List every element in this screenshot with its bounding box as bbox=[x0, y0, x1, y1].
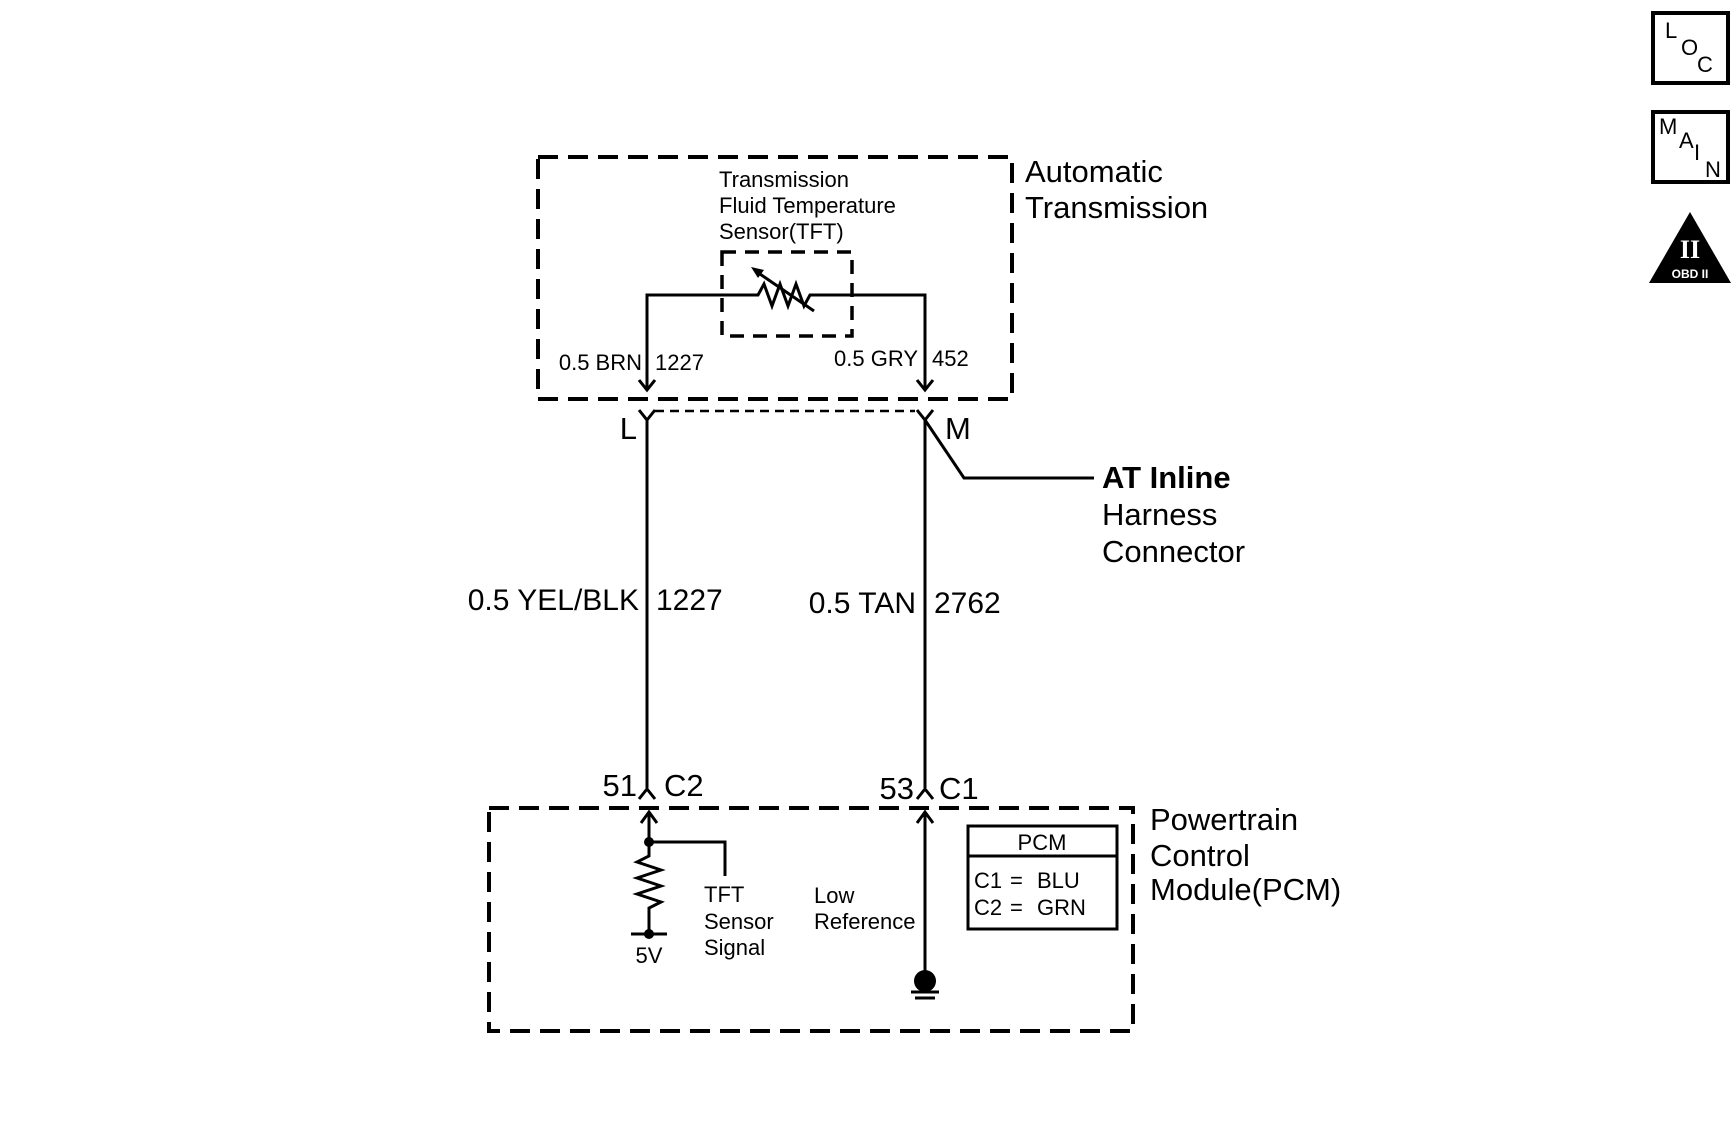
brn-wire-color-label: 0.5 BRN bbox=[559, 350, 642, 375]
pcm-pin-53-number: 53 bbox=[880, 771, 914, 806]
tft-signal-label-line-1: TFT bbox=[704, 882, 744, 907]
low-reference-label-line-1: Low bbox=[814, 883, 854, 908]
pcm-pin-51-number: 51 bbox=[603, 768, 637, 803]
tft-signal-label-line-2: Sensor bbox=[704, 909, 774, 934]
tft-signal-arrow bbox=[639, 809, 659, 824]
main-letter-i: I bbox=[1694, 140, 1700, 165]
pcm-pin-53 bbox=[915, 786, 935, 800]
obd-ii-icon[interactable]: II OBD II bbox=[1649, 212, 1731, 283]
obd-roman-numeral: II bbox=[1680, 235, 1700, 264]
tft-signal-label-line-3: Signal bbox=[704, 935, 765, 960]
gry-wire-circuit-label: 452 bbox=[932, 346, 969, 371]
brn-wire-circuit-label: 1227 bbox=[655, 350, 704, 375]
brn-wire bbox=[645, 293, 722, 388]
pcm-connector-table: PCM C1 = BLU C2 = GRN bbox=[966, 824, 1119, 931]
main-letter-n: N bbox=[1705, 157, 1721, 182]
inline-connector-title-line-1: AT Inline bbox=[1102, 460, 1231, 495]
loc-letter-c: C bbox=[1697, 52, 1713, 77]
pullup-supply-node bbox=[644, 929, 654, 939]
pcm-boundary bbox=[487, 806, 1135, 1033]
pcm-table-row-2-connector: C2 bbox=[974, 895, 1002, 920]
connector-pin-l bbox=[637, 409, 657, 423]
tan-wire-color-label: 0.5 TAN bbox=[809, 587, 916, 620]
tft-sensor-label-line-1: Transmission bbox=[719, 167, 849, 192]
connector-pin-m bbox=[915, 409, 935, 423]
tft-sensor-label-line-3: Sensor(TFT) bbox=[719, 219, 844, 244]
pcm-title: Powertrain Control Module(PCM) bbox=[1150, 802, 1341, 907]
tft-signal-label: TFT Sensor Signal bbox=[704, 882, 774, 960]
pcm-table-row-1-equals: = bbox=[1010, 868, 1023, 893]
low-reference-label-line-2: Reference bbox=[814, 909, 916, 934]
gry-wire-arrow bbox=[915, 379, 935, 393]
low-reference-arrow bbox=[915, 809, 935, 824]
connector-pin-m-label: M bbox=[945, 411, 971, 446]
transmission-title: Automatic Transmission bbox=[1025, 154, 1208, 225]
tft-sensor-label-line-2: Fluid Temperature bbox=[719, 193, 896, 218]
tan-wire-circuit-label: 2762 bbox=[934, 587, 1001, 620]
pcm-table-row-1-color: BLU bbox=[1037, 868, 1080, 893]
ground-icon bbox=[911, 970, 939, 1000]
yel-blk-wire-circuit-label: 1227 bbox=[656, 584, 723, 617]
pcm-table-header: PCM bbox=[1018, 830, 1067, 855]
pullup-resistor bbox=[632, 842, 666, 934]
svg-text:AT Inline: AT Inline bbox=[1102, 460, 1231, 495]
gry-wire bbox=[852, 293, 927, 388]
pcm-title-line-1: Powertrain bbox=[1150, 802, 1298, 837]
transmission-title-line-1: Automatic bbox=[1025, 154, 1163, 189]
pcm-title-line-2: Control bbox=[1150, 838, 1250, 873]
inline-connector-title-line-2: Harness bbox=[1102, 497, 1217, 532]
location-icon[interactable]: L O C bbox=[1651, 11, 1730, 85]
pullup-voltage-label: 5V bbox=[636, 943, 663, 968]
inline-connector-leader bbox=[923, 419, 1094, 480]
yel-blk-wire-color-label: 0.5 YEL/BLK bbox=[468, 584, 639, 617]
main-letter-m: M bbox=[1659, 114, 1677, 139]
pcm-table-row-1-connector: C1 bbox=[974, 868, 1002, 893]
thermistor-arrow bbox=[756, 270, 815, 313]
main-letter-a: A bbox=[1679, 128, 1694, 153]
loc-letter-l: L bbox=[1665, 18, 1677, 43]
tft-sensor bbox=[720, 250, 854, 338]
transmission-title-line-2: Transmission bbox=[1025, 190, 1208, 225]
gry-wire-color-label: 0.5 GRY bbox=[834, 346, 918, 371]
pcm-pin-53-connector: C1 bbox=[939, 771, 979, 806]
tft-signal-tap bbox=[649, 840, 727, 876]
inline-connector-title-line-3: Connector bbox=[1102, 534, 1245, 569]
loc-letter-o: O bbox=[1681, 35, 1698, 60]
pcm-pin-51 bbox=[637, 786, 657, 800]
connector-pin-l-label: L bbox=[620, 411, 637, 446]
brn-wire-arrow bbox=[637, 379, 657, 393]
pcm-table-row-2-equals: = bbox=[1010, 895, 1023, 920]
low-reference-label: Low Reference bbox=[814, 883, 916, 934]
pcm-table-row-2-color: GRN bbox=[1037, 895, 1086, 920]
main-icon[interactable]: M A I N bbox=[1651, 110, 1730, 184]
obd-label: OBD II bbox=[1672, 267, 1709, 281]
thermistor-symbol bbox=[722, 279, 852, 311]
pcm-title-line-3: Module(PCM) bbox=[1150, 872, 1341, 907]
pcm-pin-51-connector: C2 bbox=[664, 768, 704, 803]
tft-sensor-label: Transmission Fluid Temperature Sensor(TF… bbox=[719, 167, 896, 244]
inline-connector-title: AT Inline Harness Connector bbox=[1102, 460, 1245, 569]
